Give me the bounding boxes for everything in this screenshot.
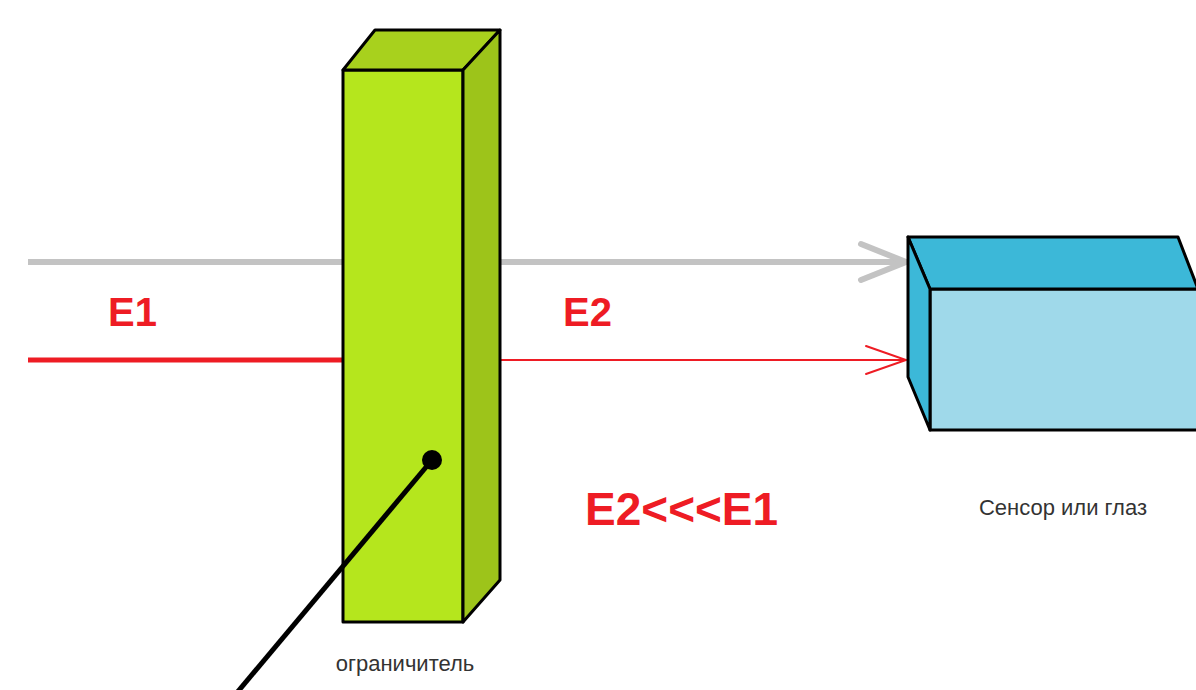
leader-line [235, 460, 432, 690]
relation-label: E2<<<E1 [585, 482, 778, 536]
arrowhead [866, 346, 906, 374]
incoming-grey-ray [28, 259, 343, 265]
shape-face [930, 289, 1196, 430]
sensor-box: Сенсор или глаз [908, 237, 1196, 430]
incoming-red-ray [28, 358, 343, 363]
shape-face [908, 237, 1196, 289]
shape-face [463, 30, 500, 622]
arrowhead [861, 244, 906, 280]
shape-face [908, 237, 930, 430]
energy-label: E2 [563, 290, 612, 335]
shape-outline [908, 237, 1196, 430]
ray-line [500, 359, 904, 361]
node-caption: ограничитель [290, 650, 520, 678]
light-ray-arrow [500, 244, 906, 280]
node-caption: Сенсор или глаз [973, 483, 1153, 533]
energy-label: E1 [108, 290, 157, 335]
light-ray-arrow [500, 346, 906, 374]
ray-line [500, 259, 904, 265]
limiter-prism: ограничитель [343, 30, 500, 622]
leader-dot [422, 450, 442, 470]
shape-outline [343, 30, 500, 622]
shape-face [343, 70, 463, 622]
